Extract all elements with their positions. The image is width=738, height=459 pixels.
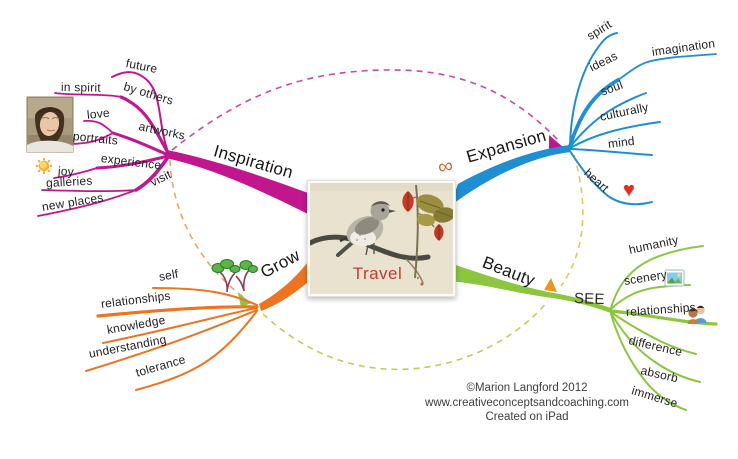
portrait-painting-image[interactable] [26, 96, 74, 153]
center-image-node[interactable]: Travel [307, 180, 456, 297]
line-experience [95, 154, 170, 170]
grow-main-branch [259, 262, 308, 311]
line-spirit [569, 32, 618, 146]
line-absorb [610, 312, 701, 383]
credits-block: ©Marion Langford 2012 www.creativeconcep… [397, 381, 657, 425]
line-future [111, 71, 169, 153]
beauty-main-branch [447, 262, 611, 313]
center-topic-title[interactable]: Travel [352, 264, 403, 283]
inspiration-branch-lines [37, 71, 308, 217]
topic-in-spirit[interactable]: in spirit [60, 80, 101, 95]
credit-created-on: Created on iPad [485, 411, 569, 423]
line-tolerance [135, 310, 258, 391]
dashed-arc-grow-beauty [262, 300, 549, 371]
line-self [152, 287, 258, 306]
line-galleries [41, 189, 137, 193]
dashed-arc-inspiration-grow [169, 159, 247, 300]
landscape-photo-icon [664, 269, 685, 287]
tree-sketch-icon [211, 259, 258, 293]
expansion-main-branch [450, 145, 571, 206]
topic-galleries[interactable]: galleries [45, 173, 93, 190]
leaves-and-lanterns [402, 184, 453, 279]
dashed-arc-inspiration-expansion [171, 69, 561, 151]
bird-painting [310, 183, 453, 294]
line-ideas [568, 78, 620, 148]
line-understanding [85, 309, 258, 372]
credit-website: www.creativeconceptsandcoaching.com [425, 396, 629, 409]
dashed-arc-expansion-beauty [560, 154, 584, 287]
line-new-places [37, 189, 137, 217]
line-in-spirit [54, 92, 123, 98]
inspiration-main-branch [166, 150, 308, 214]
line-knowledge [102, 307, 258, 344]
line-heart [569, 150, 653, 206]
line-imagination [617, 53, 717, 81]
line-grow-relationships [96, 305, 259, 318]
line-artworks [111, 131, 170, 157]
expansion-branch-lines [450, 32, 717, 206]
arrowhead-at-expansion [549, 135, 563, 149]
topic-see[interactable]: SEE [573, 290, 605, 309]
heart-icon: ♥ [623, 179, 635, 201]
dress [27, 140, 73, 152]
sun-icon [36, 158, 52, 174]
grow-branch-lines [85, 262, 308, 391]
line-mind [569, 148, 653, 156]
line-humanity [610, 245, 704, 309]
arrowhead-at-beauty [544, 278, 557, 292]
line-soul [569, 92, 647, 148]
line-by-others [119, 95, 170, 155]
line-culturally [569, 121, 661, 149]
line-joy [53, 167, 98, 179]
topic-love[interactable]: love [86, 105, 111, 122]
line-love [83, 119, 114, 134]
line-visit [134, 155, 170, 192]
line-immerse [610, 313, 687, 411]
two-people-icon [687, 305, 707, 324]
bird [336, 201, 396, 257]
line-difference [610, 311, 697, 355]
credit-author: ©Marion Langford 2012 [466, 382, 588, 394]
